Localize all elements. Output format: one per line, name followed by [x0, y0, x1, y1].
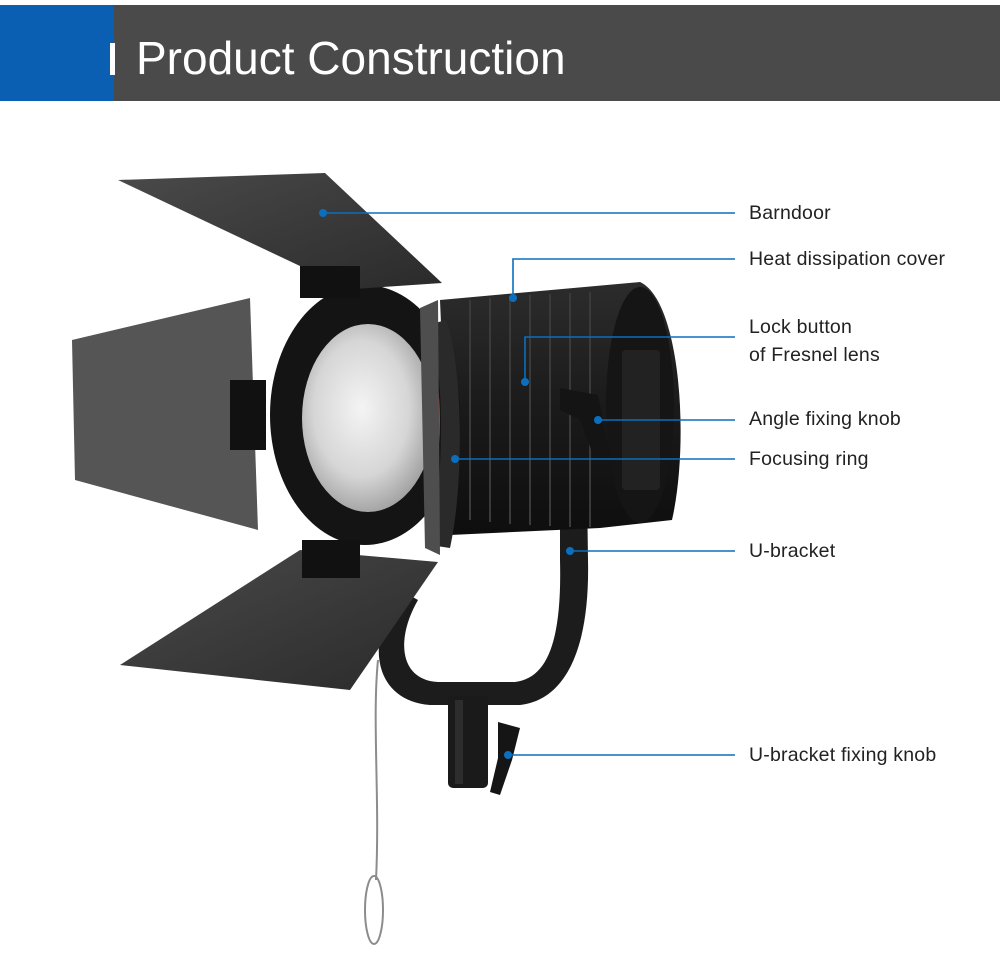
callout-label-lock-button: Lock button: [749, 316, 853, 338]
callout-dot-lock-button: [521, 378, 529, 386]
page-title: Product Construction: [136, 32, 566, 84]
angle-knob-shape: [560, 388, 610, 460]
callout-label-u-bracket-fixing-knob: U-bracket fixing knob: [749, 744, 937, 766]
callout-label-barndoor: Barndoor: [749, 202, 831, 224]
header-accent-block: [0, 5, 114, 101]
callout-line-heat-dissipation-cover: [512, 258, 735, 298]
callout-dot-angle-fixing-knob: [594, 416, 602, 424]
barndoors-shape: [72, 173, 442, 690]
header-banner: Product Construction: [0, 5, 1000, 101]
callout-dot-heat-dissipation-cover: [509, 294, 517, 302]
safety-cable: [364, 659, 384, 945]
callout-label-u-bracket: U-bracket: [749, 540, 836, 562]
callout-label-lock-button-line2: of Fresnel lens: [749, 344, 880, 366]
u-bracket-knob-shape: [490, 722, 520, 795]
callout-dot-u-bracket: [566, 547, 574, 555]
front-ring-shape: [270, 285, 460, 548]
callout-dot-barndoor: [319, 209, 327, 217]
callout-label-focusing-ring: Focusing ring: [749, 448, 869, 470]
callout-dot-u-bracket-fixing-knob: [504, 751, 512, 759]
callout-dot-focusing-ring: [451, 455, 459, 463]
callout-line-lock-button: [524, 336, 735, 382]
callout-label-heat-dissipation-cover: Heat dissipation cover: [749, 248, 946, 270]
callout-label-angle-fixing-knob: Angle fixing knob: [749, 408, 901, 430]
header-divider-bar: [110, 43, 115, 75]
